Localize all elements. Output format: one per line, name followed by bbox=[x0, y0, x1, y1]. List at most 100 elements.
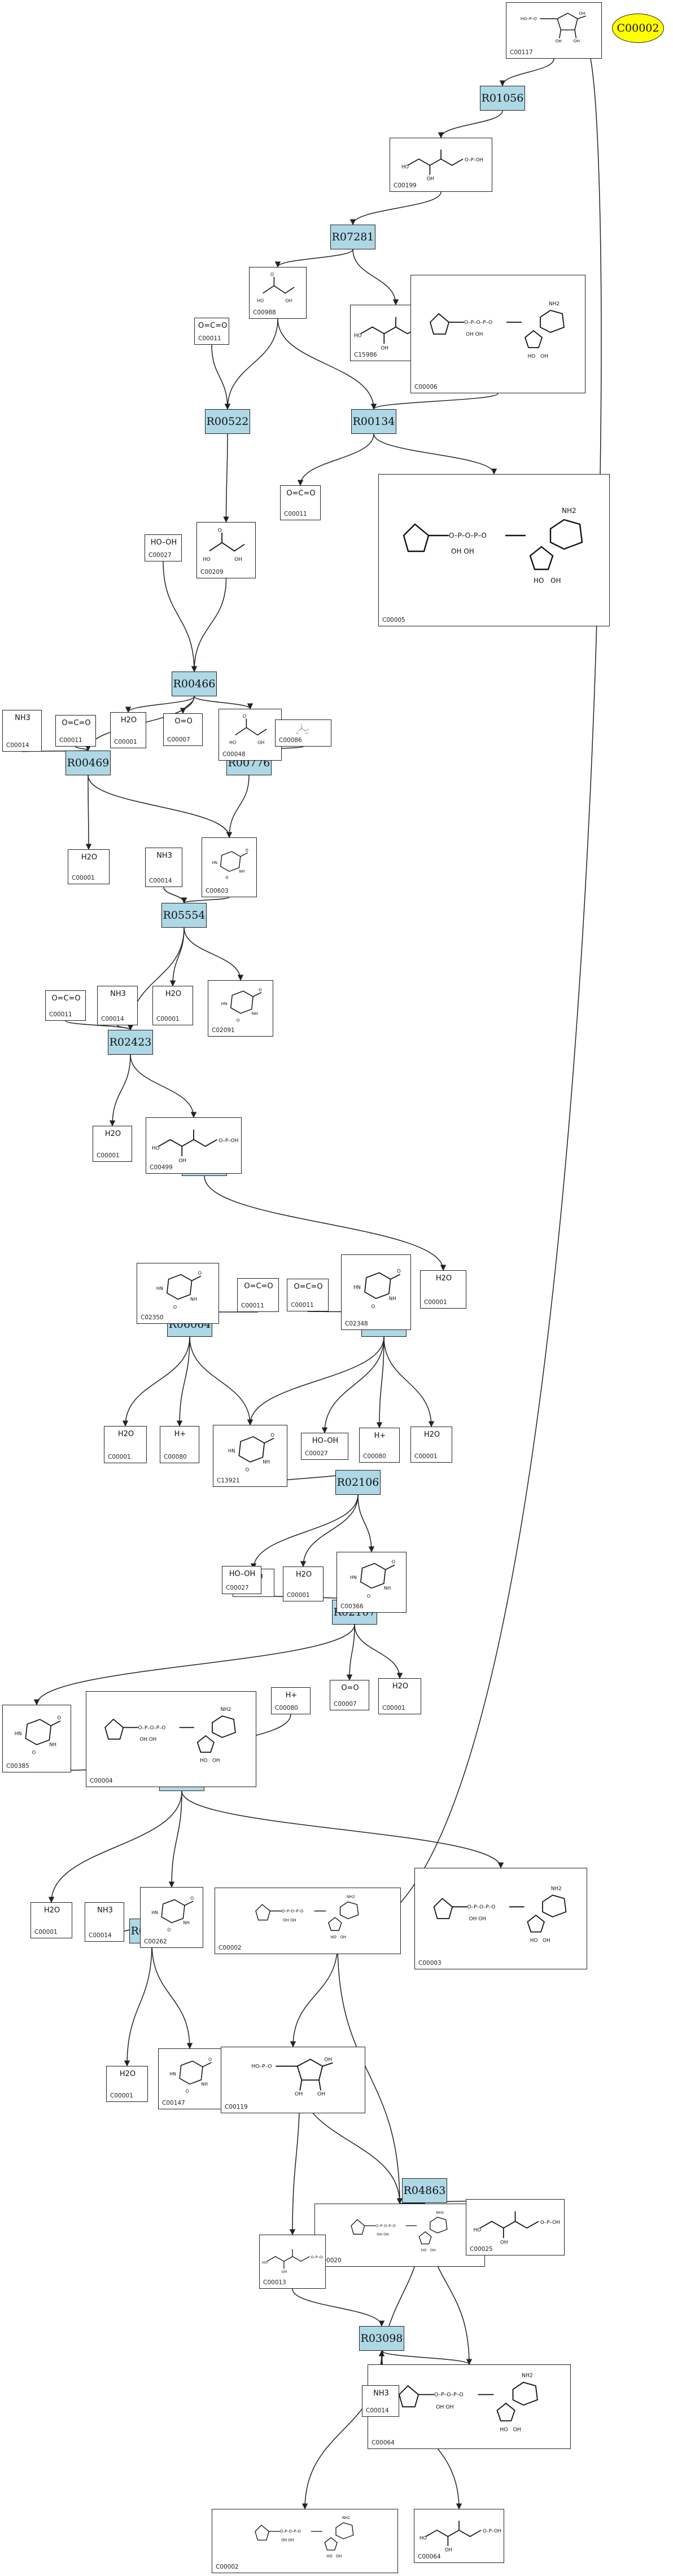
edge-R00469-c00603 bbox=[88, 775, 233, 839]
svg-text:O: O bbox=[246, 848, 248, 853]
reaction-r02106[interactable]: R02106 bbox=[335, 1470, 381, 1495]
reaction-r00522[interactable]: R00522 bbox=[205, 409, 250, 434]
svg-text:O: O bbox=[218, 528, 222, 533]
reaction-r01056[interactable]: R01056 bbox=[480, 86, 525, 111]
edge-R00134-c00011b bbox=[297, 433, 374, 486]
highlight-compound-c00002[interactable]: C00002 bbox=[612, 14, 664, 43]
svg-text:HO: HO bbox=[262, 2261, 268, 2265]
reaction-r07281[interactable]: R07281 bbox=[330, 225, 375, 249]
svg-text:O: O bbox=[371, 1304, 375, 1310]
svg-text:OH: OH bbox=[282, 2270, 287, 2274]
reaction-r05554[interactable]: R05554 bbox=[161, 903, 207, 928]
svg-text:OH: OH bbox=[445, 2547, 452, 2552]
edge-R01768-c00262 bbox=[168, 1791, 182, 1888]
reaction-r04863[interactable]: R04863 bbox=[402, 2178, 447, 2203]
svg-text:O–P–O–P–O: O–P–O–P–O bbox=[282, 1909, 304, 1914]
reaction-r00466[interactable]: R00466 bbox=[172, 672, 217, 696]
compound-formula: O=C=O bbox=[62, 719, 91, 727]
reaction-r02423[interactable]: R02423 bbox=[108, 1030, 153, 1055]
reaction-r00134[interactable]: R00134 bbox=[351, 409, 396, 434]
svg-text:O: O bbox=[246, 1467, 250, 1473]
svg-text:HO: HO bbox=[474, 2227, 482, 2233]
svg-text:O–P–O–P–O: O–P–O–P–O bbox=[449, 532, 487, 539]
compound-id: C00119 bbox=[225, 2104, 248, 2110]
compound-id: C00064 bbox=[372, 2439, 395, 2446]
svg-text:NH2: NH2 bbox=[347, 1895, 355, 1899]
reaction-r03098[interactable]: R03098 bbox=[359, 2326, 404, 2351]
svg-text:HO: HO bbox=[419, 2535, 427, 2541]
compound-c00080c[interactable]: H+C00080 bbox=[271, 1687, 311, 1714]
compound-id: C02091 bbox=[212, 1027, 235, 1034]
compound-c00080a[interactable]: H+C00080 bbox=[160, 1426, 199, 1463]
edge-c00064-R03098 bbox=[378, 2350, 470, 2365]
reaction-r00469[interactable]: R00469 bbox=[65, 751, 111, 775]
compound-formula: O=C=O bbox=[286, 489, 316, 498]
compound-formula: H2O bbox=[435, 1274, 452, 1283]
compound-id: C00001 bbox=[108, 1454, 131, 1460]
compound-c00080b[interactable]: H+C00080 bbox=[359, 1428, 400, 1463]
svg-text:NH: NH bbox=[201, 2082, 207, 2087]
compound-id: C00001 bbox=[110, 2092, 133, 2099]
edge-R06063-c00027b bbox=[321, 1336, 384, 1434]
